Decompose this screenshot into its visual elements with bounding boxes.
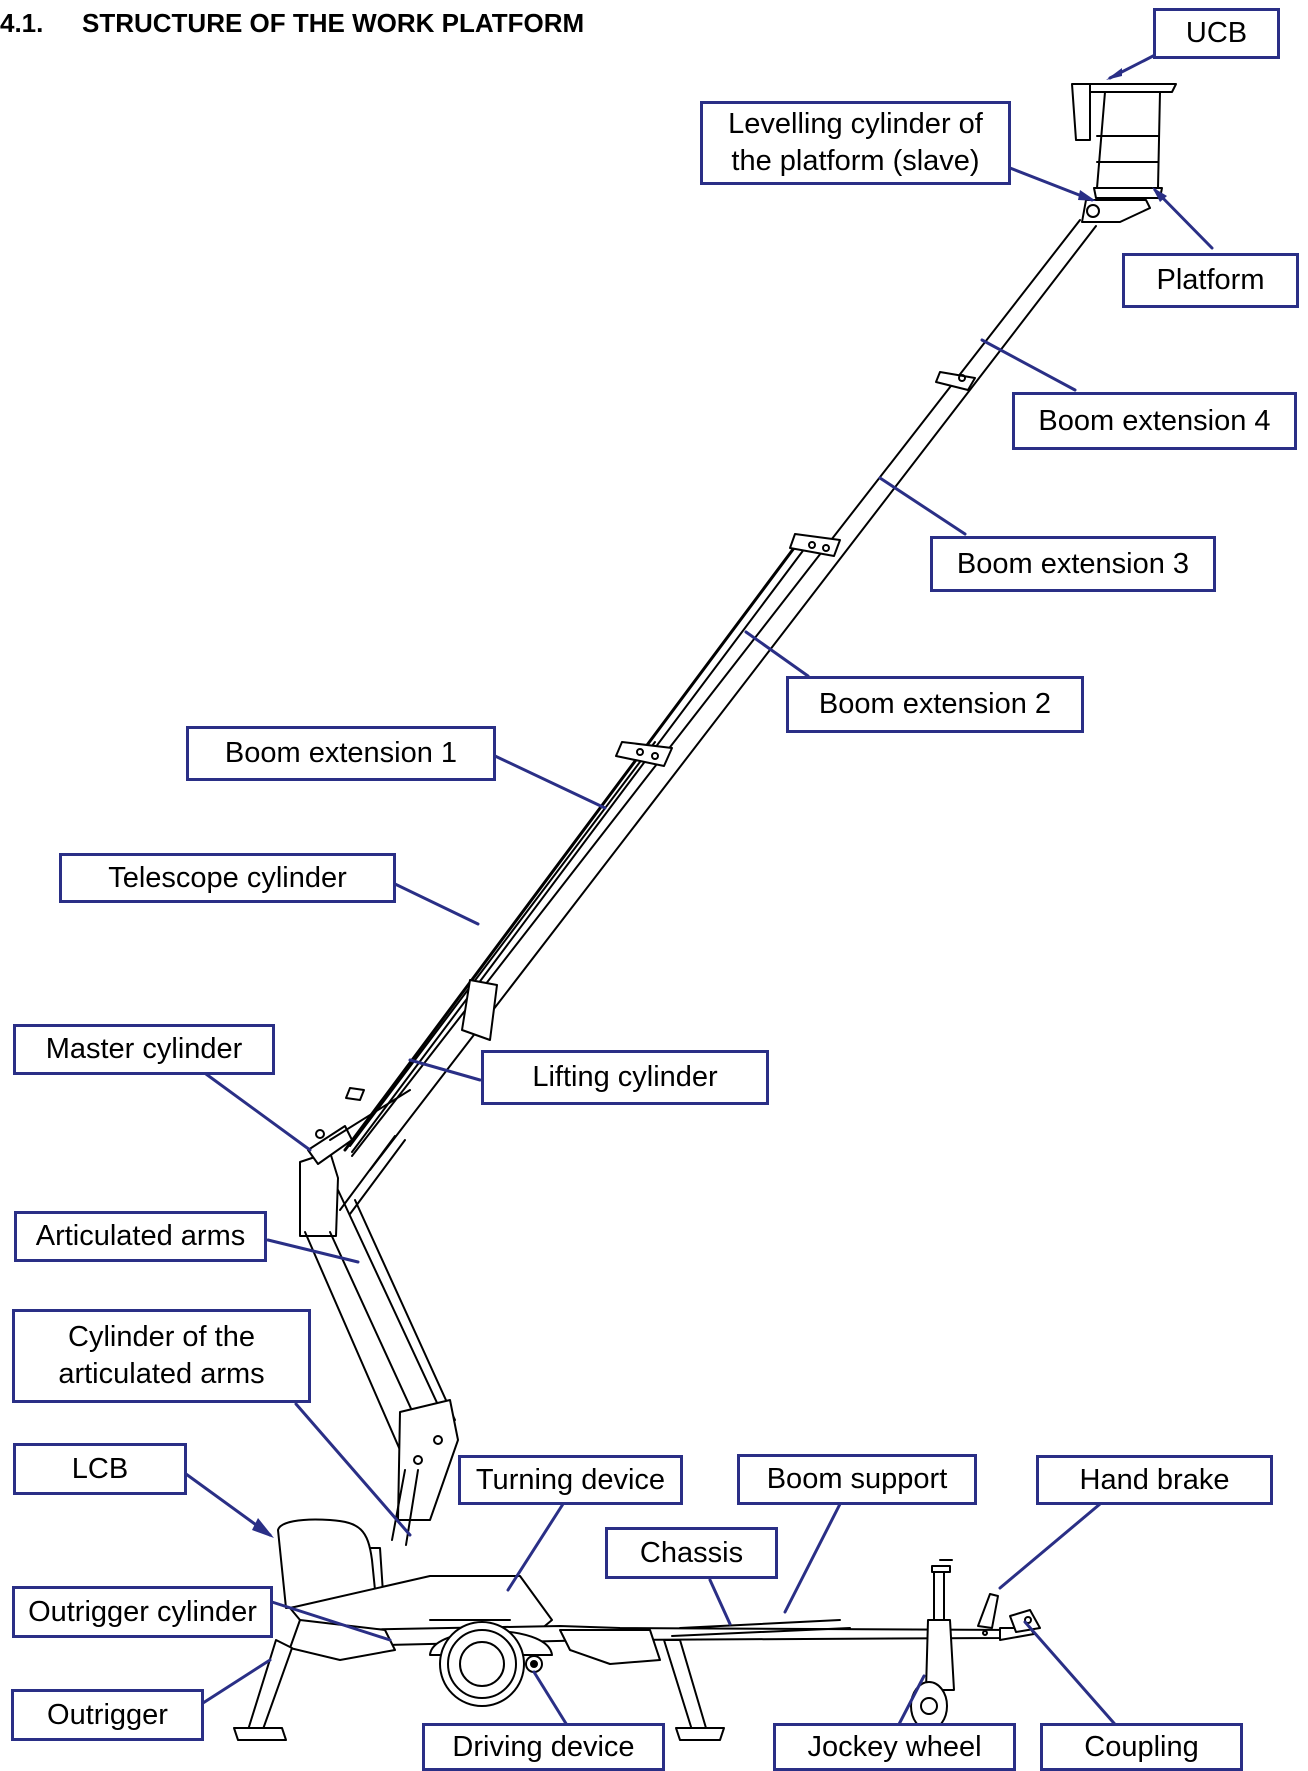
label-cylinder-articulated-arms: Cylinder of the articulated arms — [12, 1309, 311, 1403]
label-levelling-line-2: the platform (slave) — [731, 145, 980, 177]
label-cyl-art-line-2: articulated arms — [58, 1358, 265, 1390]
label-lcb: LCB — [13, 1443, 187, 1495]
label-levelling-cylinder: Levelling cylinder of the platform (slav… — [700, 101, 1011, 185]
leader-articulated — [266, 1238, 360, 1264]
arrow-levelling — [1078, 190, 1096, 201]
section-heading: STRUCTURE OF THE WORK PLATFORM — [82, 8, 585, 38]
label-lifting-cylinder: Lifting cylinder — [481, 1050, 769, 1105]
label-boom-extension-3: Boom extension 3 — [930, 536, 1216, 592]
label-boom-support: Boom support — [737, 1454, 977, 1505]
label-turning-device: Turning device — [458, 1455, 683, 1505]
leader-chassis — [708, 1578, 732, 1626]
leader-lifting — [408, 1058, 482, 1082]
arrow-platform — [1152, 187, 1167, 202]
leader-hand-brake — [998, 1502, 1102, 1590]
leader-turning — [506, 1502, 565, 1592]
lifting-cylinder-line — [339, 1135, 396, 1211]
label-telescope-cylinder: Telescope cylinder — [59, 853, 396, 903]
arrow-lcb — [252, 1518, 274, 1538]
leader-boom-support — [783, 1502, 842, 1614]
label-chassis: Chassis — [605, 1527, 778, 1579]
leader-cyl-art — [294, 1402, 412, 1537]
leader-levelling — [1008, 166, 1094, 202]
leader-telescope — [393, 882, 480, 926]
leader-boom-ext-3 — [878, 476, 967, 536]
leader-platform — [1153, 188, 1214, 250]
leader-coupling — [1023, 1620, 1122, 1732]
label-boom-extension-2: Boom extension 2 — [786, 676, 1084, 733]
label-boom-extension-1: Boom extension 1 — [186, 726, 496, 781]
section-title: 4.1. STRUCTURE OF THE WORK PLATFORM — [0, 8, 584, 39]
label-hand-brake: Hand brake — [1036, 1455, 1273, 1505]
leader-lines — [184, 53, 1214, 1732]
leader-outrigger-cyl — [270, 1600, 392, 1642]
turret — [277, 1518, 553, 1633]
label-articulated-arms: Articulated arms — [14, 1211, 267, 1262]
label-master-cylinder: Master cylinder — [13, 1024, 275, 1075]
leader-boom-ext-2 — [744, 630, 810, 678]
leader-jockey — [894, 1674, 926, 1732]
leader-master — [204, 1072, 312, 1152]
telescopic-boom — [343, 219, 1097, 1171]
articulated-arms — [304, 1189, 459, 1546]
section-number: 4.1. — [0, 8, 44, 38]
label-driving-device: Driving device — [422, 1723, 665, 1771]
label-platform: Platform — [1122, 253, 1299, 308]
label-outrigger: Outrigger — [11, 1689, 204, 1741]
machine-drawing — [233, 83, 1177, 1741]
leader-outrigger — [201, 1658, 272, 1705]
main-wheel — [429, 1621, 553, 1707]
leader-boom-ext-1 — [493, 754, 607, 810]
label-coupling: Coupling — [1040, 1723, 1243, 1771]
arrow-ucb — [1106, 68, 1122, 80]
jockey-wheel-part — [910, 1559, 955, 1731]
boom-pivot-head — [299, 1089, 411, 1237]
outriggers — [233, 1619, 725, 1741]
leader-driving — [532, 1670, 572, 1732]
label-ucb: UCB — [1153, 8, 1280, 59]
arrowheads — [252, 68, 1167, 1538]
label-cyl-art-line-1: Cylinder of the — [68, 1321, 255, 1353]
label-boom-extension-4: Boom extension 4 — [1012, 392, 1297, 450]
label-levelling-line-1: Levelling cylinder of — [728, 108, 983, 140]
label-jockey-wheel: Jockey wheel — [773, 1723, 1016, 1771]
label-outrigger-cylinder: Outrigger cylinder — [12, 1586, 273, 1638]
leader-boom-ext-4 — [980, 338, 1077, 392]
